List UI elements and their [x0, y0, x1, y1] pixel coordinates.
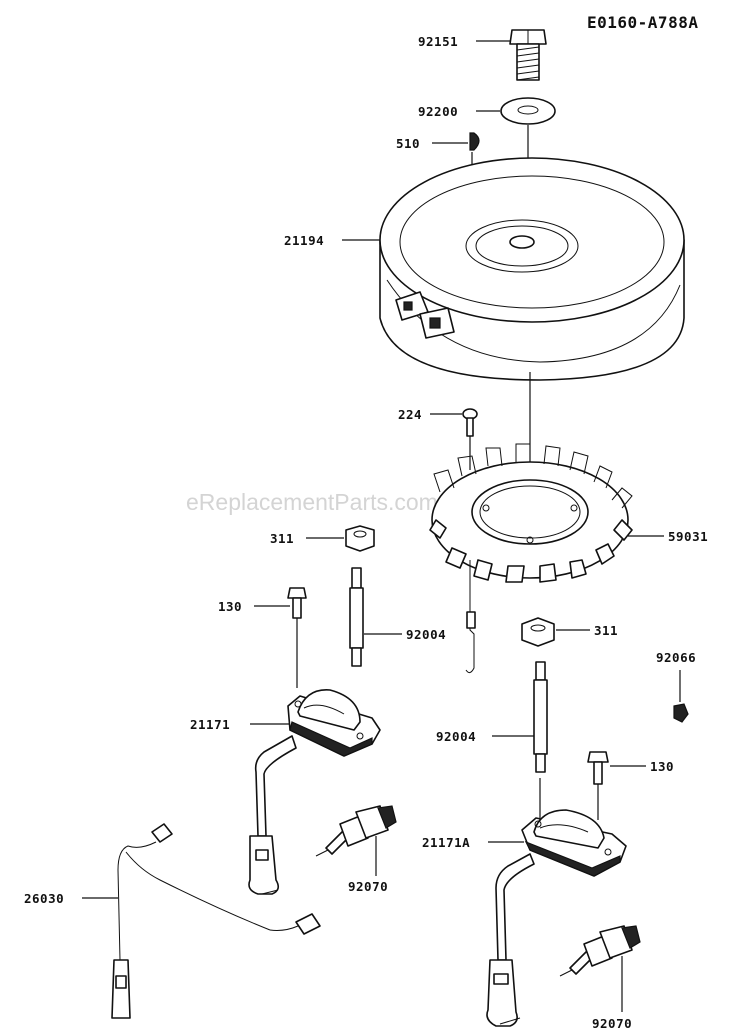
washer-shape [500, 97, 556, 125]
label-washer-92200[interactable]: 92200 [418, 104, 458, 119]
bolt-130-right-shape [587, 751, 609, 785]
label-stud-92004-right[interactable]: 92004 [436, 729, 476, 744]
spark-plug-right-shape [559, 925, 641, 977]
label-flywheel-21194[interactable]: 21194 [284, 233, 324, 248]
nut-left-shape [345, 525, 375, 552]
flywheel-shape [379, 157, 685, 381]
watermark: eReplacementParts.com [186, 489, 438, 515]
label-nut-311-right[interactable]: 311 [594, 623, 618, 638]
label-bolt-224[interactable]: 224 [398, 407, 422, 422]
spark-plug-left-shape [315, 805, 397, 857]
coil-left-shape [287, 689, 381, 757]
stator-shape [429, 443, 633, 583]
nut-right-shape [521, 617, 555, 647]
label-stud-92004-left[interactable]: 92004 [406, 627, 446, 642]
label-key-510[interactable]: 510 [396, 136, 420, 151]
bolt-224-shape [462, 408, 478, 437]
label-harness-26030[interactable]: 26030 [24, 891, 64, 906]
harness-shape [111, 823, 321, 1019]
label-spark-plug-92070-right[interactable]: 92070 [592, 1016, 632, 1031]
key-shape [469, 132, 480, 151]
bolt-130-left-shape [287, 587, 307, 619]
label-coil-21171[interactable]: 21171 [190, 717, 230, 732]
stud-left-shape [349, 567, 364, 667]
bolt-top-shape [509, 29, 547, 81]
label-bolt-130-right[interactable]: 130 [650, 759, 674, 774]
label-bolt-130-left[interactable]: 130 [218, 599, 242, 614]
label-coil-21171A[interactable]: 21171A [422, 835, 470, 850]
stud-right-shape [533, 661, 548, 773]
clip-shape [673, 703, 689, 723]
label-nut-311-left[interactable]: 311 [270, 531, 294, 546]
label-stator-59031[interactable]: 59031 [668, 529, 708, 544]
label-bolt-92151[interactable]: 92151 [418, 34, 458, 49]
label-spark-plug-92070-left[interactable]: 92070 [348, 879, 388, 894]
label-clip-92066[interactable]: 92066 [656, 650, 696, 665]
diagram-code: E0160-A788A [587, 13, 698, 32]
coil-right-shape [521, 809, 627, 877]
